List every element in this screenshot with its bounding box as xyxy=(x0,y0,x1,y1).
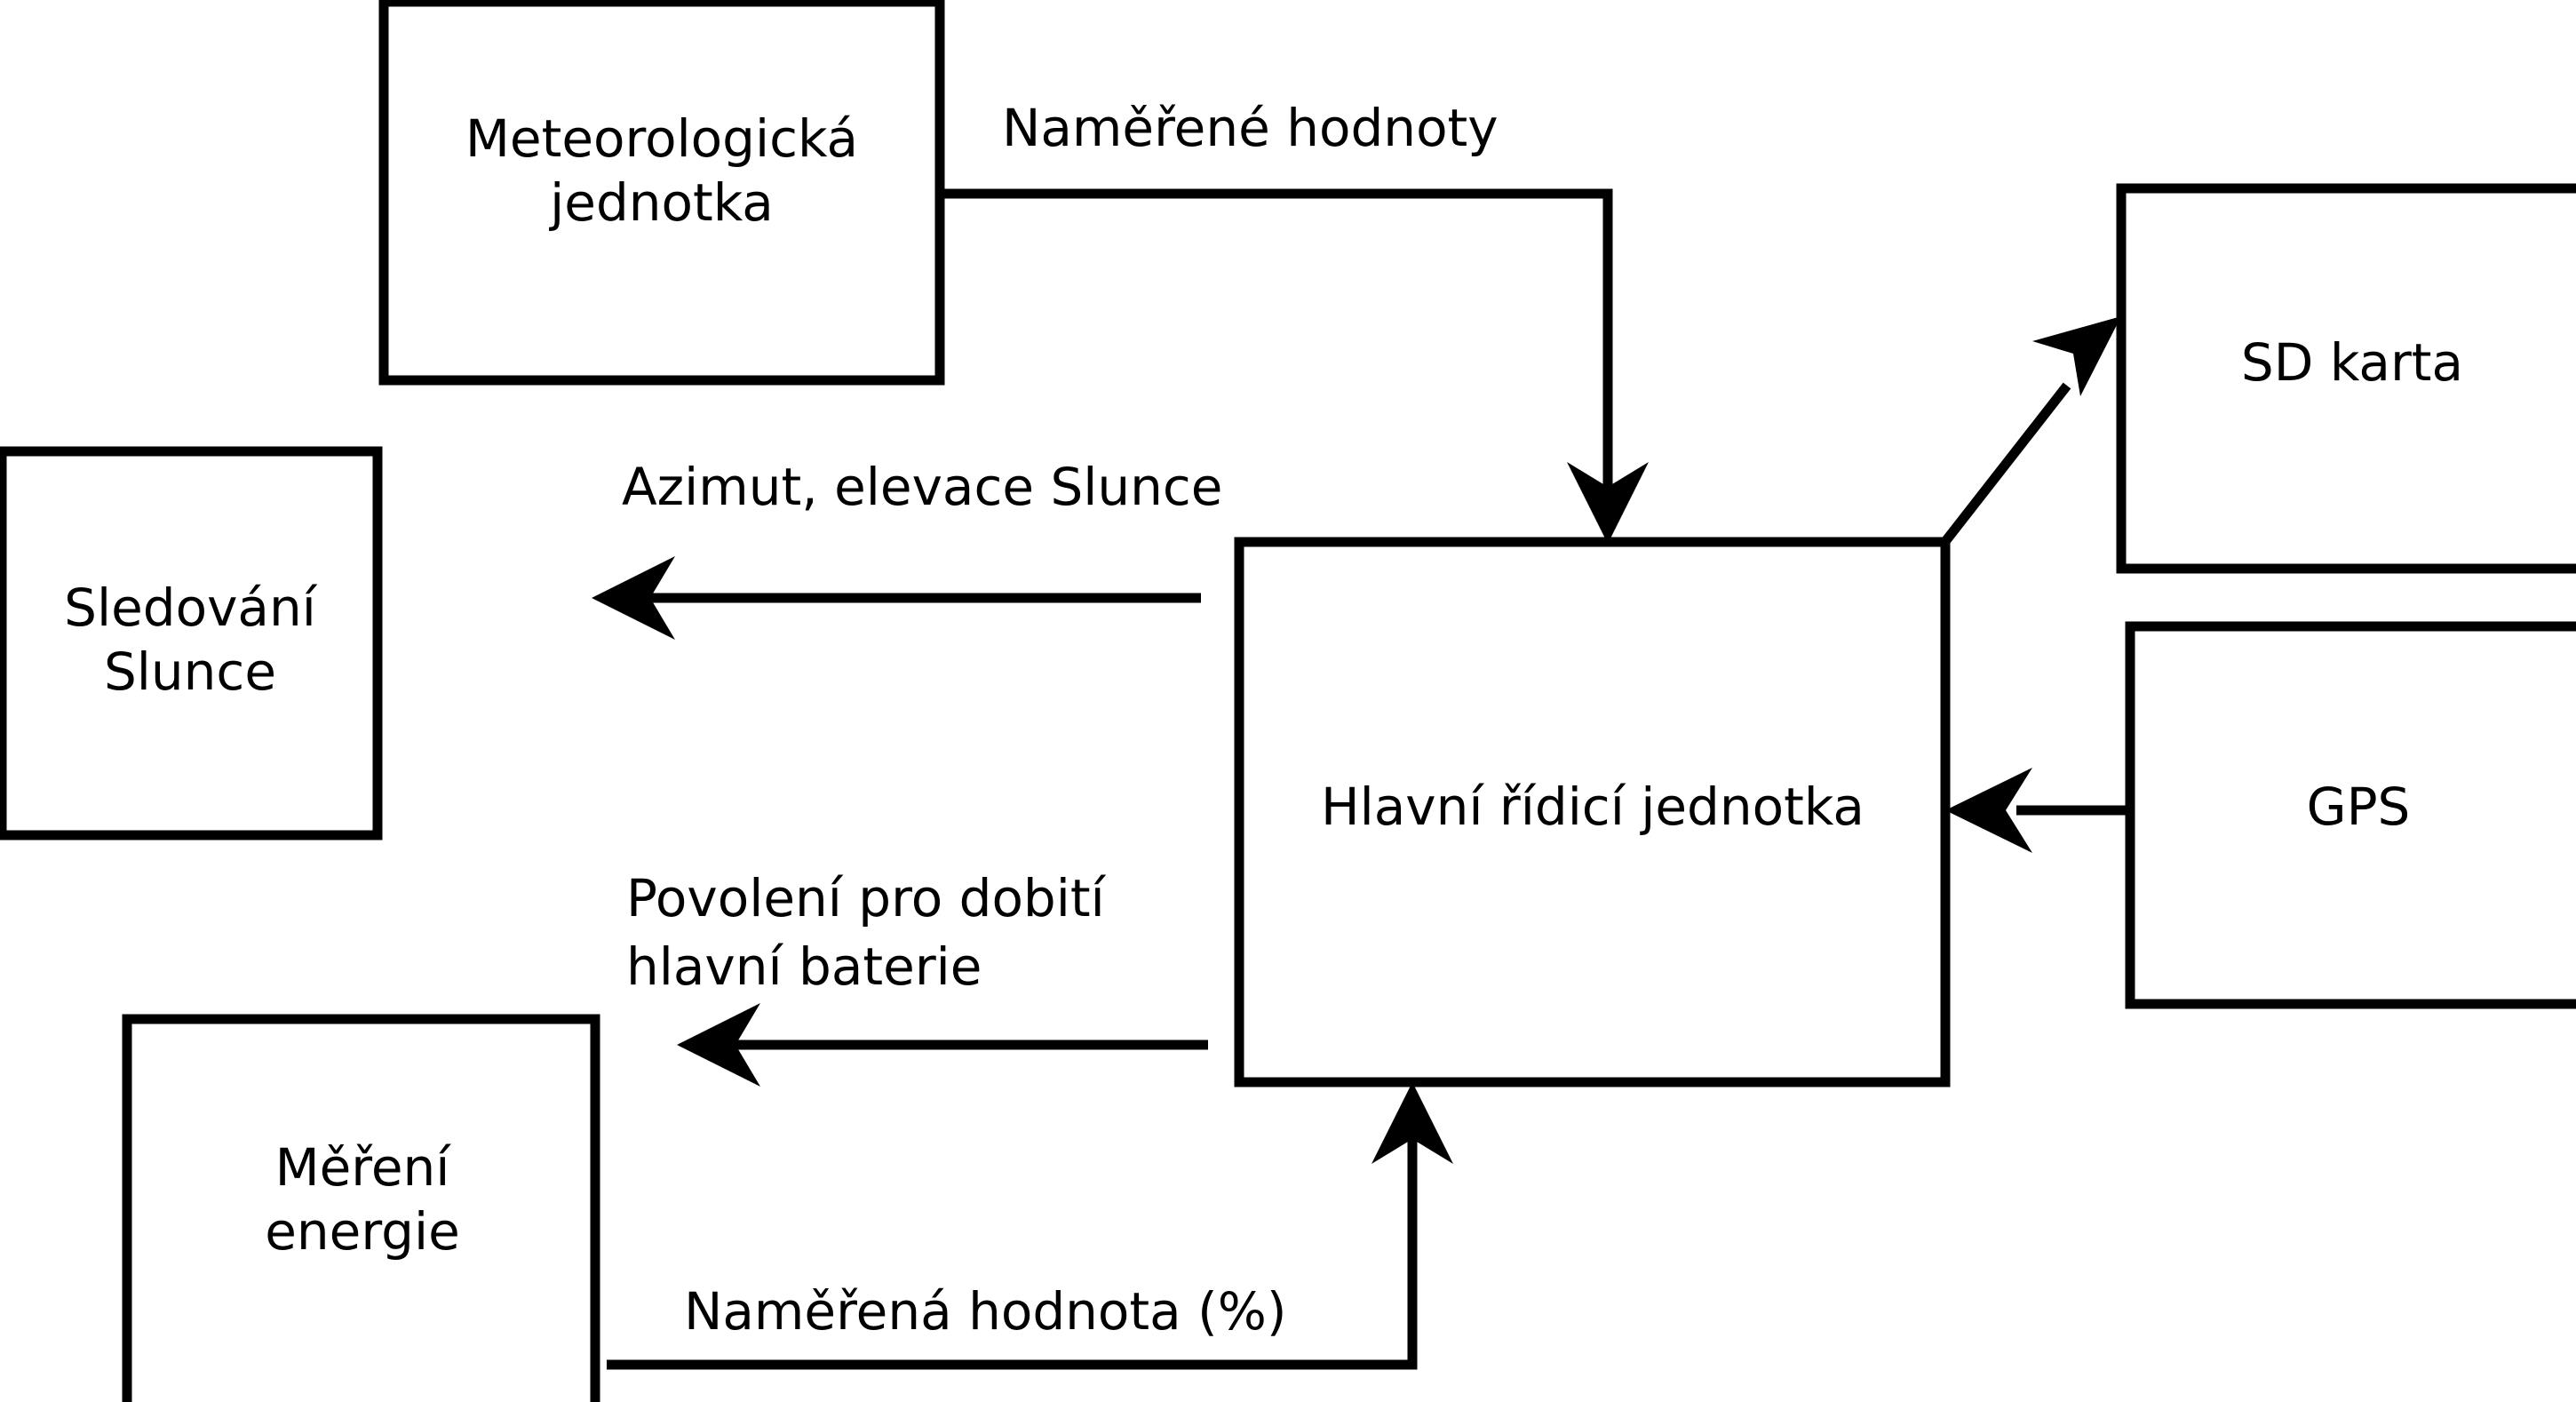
edge-gps-to-main-unit xyxy=(1945,768,2130,853)
edge-main-unit-to-sd-card xyxy=(1939,316,2121,547)
node-label-hlavni-ridici-jednotka: Hlavní řídicí jednotka xyxy=(1321,777,1864,837)
node-box-sd-karta[interactable] xyxy=(2116,183,2576,574)
arrowhead-up-into-main-unit xyxy=(1371,1082,1453,1164)
node-box-gps[interactable] xyxy=(2125,621,2576,1009)
edge-main-unit-to-sun-tracking xyxy=(592,556,1201,640)
node-box-hlavni-ridici-jednotka[interactable] xyxy=(1234,537,1951,1087)
arrowhead-left-into-main-unit xyxy=(1945,768,2032,853)
node-meteorologicka-jednotka[interactable]: Meteorologická jednotka xyxy=(378,0,945,386)
node-sd-karta[interactable]: SD karta xyxy=(2116,183,2576,574)
edge-energy-measurement-to-main-unit xyxy=(607,1082,1453,1370)
edge-label-hlavni-baterie: hlavní baterie xyxy=(626,936,982,997)
edge-label-namerene-hodnoty: Naměřené hodnoty xyxy=(1002,98,1499,158)
node-label-sledovani-slunce-line2: Slunce xyxy=(104,641,276,702)
node-gps[interactable]: GPS xyxy=(2125,621,2576,1009)
node-label-mereni-energie-line2: energie xyxy=(265,1201,460,1262)
arrowhead-upright-into-sd-card xyxy=(2032,316,2121,396)
node-sledovani-slunce[interactable]: Sledování Slunce xyxy=(0,446,383,840)
node-hlavni-ridici-jednotka[interactable]: Hlavní řídicí jednotka xyxy=(1234,537,1951,1087)
node-box-sledovani-slunce[interactable] xyxy=(0,446,383,840)
edge-main-unit-to-energy-measurement xyxy=(677,1003,1208,1087)
node-label-sd-karta: SD karta xyxy=(2241,332,2463,393)
node-label-mereni-energie-line1: Měření xyxy=(275,1137,452,1198)
edge-meteo-to-main-unit-path xyxy=(940,188,1613,494)
edge-label-povoleni-pro-dobiti: Povolení pro dobití xyxy=(626,868,1107,928)
edge-label-namerena-hodnota-procento: Naměřená hodnota (%) xyxy=(684,1281,1287,1342)
edge-energy-measurement-to-main-unit-path xyxy=(607,1135,1418,1370)
node-label-meteorologicka-jednotka-line1: Meteorologická xyxy=(465,108,858,169)
arrowhead-left-into-energy-measurement xyxy=(677,1003,760,1087)
node-mereni-energie[interactable]: Měření energie xyxy=(122,1014,600,1402)
arrowhead-down-into-main-unit xyxy=(1567,462,1649,544)
node-label-gps: GPS xyxy=(2307,777,2411,837)
arrowhead-left-into-sun-tracking xyxy=(592,556,675,640)
node-box-meteorologicka-jednotka[interactable] xyxy=(378,0,945,386)
edge-main-unit-to-sd-card-path xyxy=(1939,382,2071,547)
node-label-sledovani-slunce-line1: Sledování xyxy=(64,578,318,638)
edge-meteo-to-main-unit xyxy=(940,188,1649,544)
node-box-mereni-energie[interactable] xyxy=(122,1014,600,1402)
node-label-meteorologicka-jednotka-line2: jednotka xyxy=(548,172,774,233)
edge-label-azimut-elevace-slunce: Azimut, elevace Slunce xyxy=(622,457,1223,517)
